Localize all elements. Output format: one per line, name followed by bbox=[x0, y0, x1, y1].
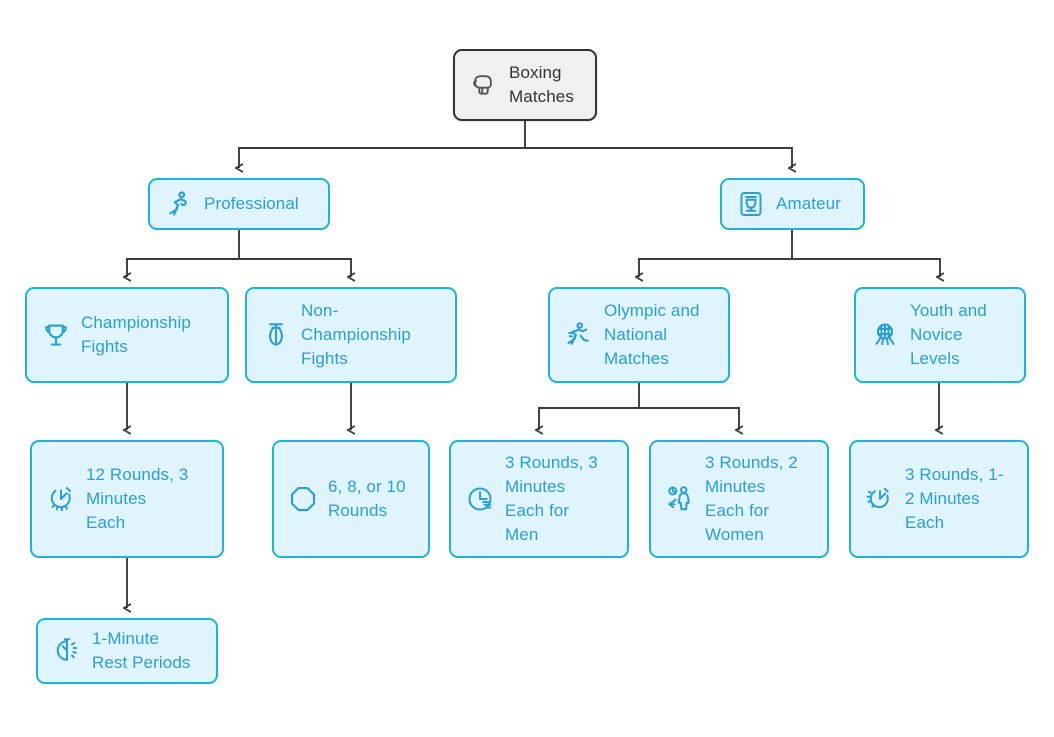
edge-amateur-olympic bbox=[639, 230, 793, 277]
clock-woman-icon bbox=[665, 484, 695, 514]
edge-olympic-women bbox=[639, 407, 739, 430]
trophy-icon bbox=[41, 320, 71, 350]
head-guard-icon bbox=[736, 189, 766, 219]
node-label: 6, 8, or 10 Rounds bbox=[328, 476, 406, 520]
node-label: 3 Rounds, 3 Minutes Each for Men bbox=[505, 452, 598, 545]
octagon-icon bbox=[288, 484, 318, 514]
edge-amateur-youth bbox=[792, 258, 940, 277]
edge-olympic-men bbox=[539, 383, 640, 430]
node-label: Boxing Matches bbox=[509, 62, 574, 106]
node-label: Professional bbox=[204, 193, 299, 213]
fencing-mask-icon bbox=[870, 320, 900, 350]
node-youth-novice-levels[interactable]: Youth and Novice Levels bbox=[854, 287, 1026, 383]
stopwatch-icon bbox=[46, 484, 76, 514]
edge-root-professional bbox=[239, 121, 526, 168]
node-championship-fights[interactable]: Championship Fights bbox=[25, 287, 229, 383]
edge-root-amateur bbox=[525, 147, 792, 168]
node-rest-periods[interactable]: 1-Minute Rest Periods bbox=[36, 618, 218, 684]
boxing-glove-icon bbox=[469, 70, 499, 100]
node-boxing-matches[interactable]: Boxing Matches bbox=[453, 49, 597, 121]
node-six-eight-ten-rounds[interactable]: 6, 8, or 10 Rounds bbox=[272, 440, 430, 558]
edge-professional-championship bbox=[127, 230, 240, 277]
alarm-timer-icon bbox=[865, 484, 895, 514]
rest-timer-icon bbox=[52, 636, 82, 666]
node-label: Championship Fights bbox=[81, 312, 191, 356]
node-label: 3 Rounds, 1- 2 Minutes Each bbox=[905, 464, 1004, 533]
punching-bag-icon bbox=[261, 320, 291, 350]
node-non-championship-fights[interactable]: Non- Championship Fights bbox=[245, 287, 457, 383]
olympic-athlete-icon bbox=[564, 320, 594, 350]
node-three-rounds-youth[interactable]: 3 Rounds, 1- 2 Minutes Each bbox=[849, 440, 1029, 558]
node-label: 3 Rounds, 2 Minutes Each for Women bbox=[705, 452, 798, 545]
boxer-stance-icon bbox=[164, 189, 194, 219]
node-label: Non- Championship Fights bbox=[301, 300, 411, 369]
node-three-rounds-men[interactable]: 3 Rounds, 3 Minutes Each for Men bbox=[449, 440, 629, 558]
node-twelve-rounds[interactable]: 12 Rounds, 3 Minutes Each bbox=[30, 440, 224, 558]
node-label: 1-Minute Rest Periods bbox=[92, 628, 191, 672]
edge-professional-nonchampionship bbox=[239, 258, 351, 277]
node-label: Youth and Novice Levels bbox=[910, 300, 987, 369]
node-label: Amateur bbox=[776, 193, 841, 213]
node-three-rounds-women[interactable]: 3 Rounds, 2 Minutes Each for Women bbox=[649, 440, 829, 558]
node-label: Olympic and National Matches bbox=[604, 300, 700, 369]
node-label: 12 Rounds, 3 Minutes Each bbox=[86, 464, 189, 533]
node-amateur[interactable]: Amateur bbox=[720, 178, 865, 230]
node-olympic-national-matches[interactable]: Olympic and National Matches bbox=[548, 287, 730, 383]
clock-icon bbox=[465, 484, 495, 514]
node-professional[interactable]: Professional bbox=[148, 178, 330, 230]
